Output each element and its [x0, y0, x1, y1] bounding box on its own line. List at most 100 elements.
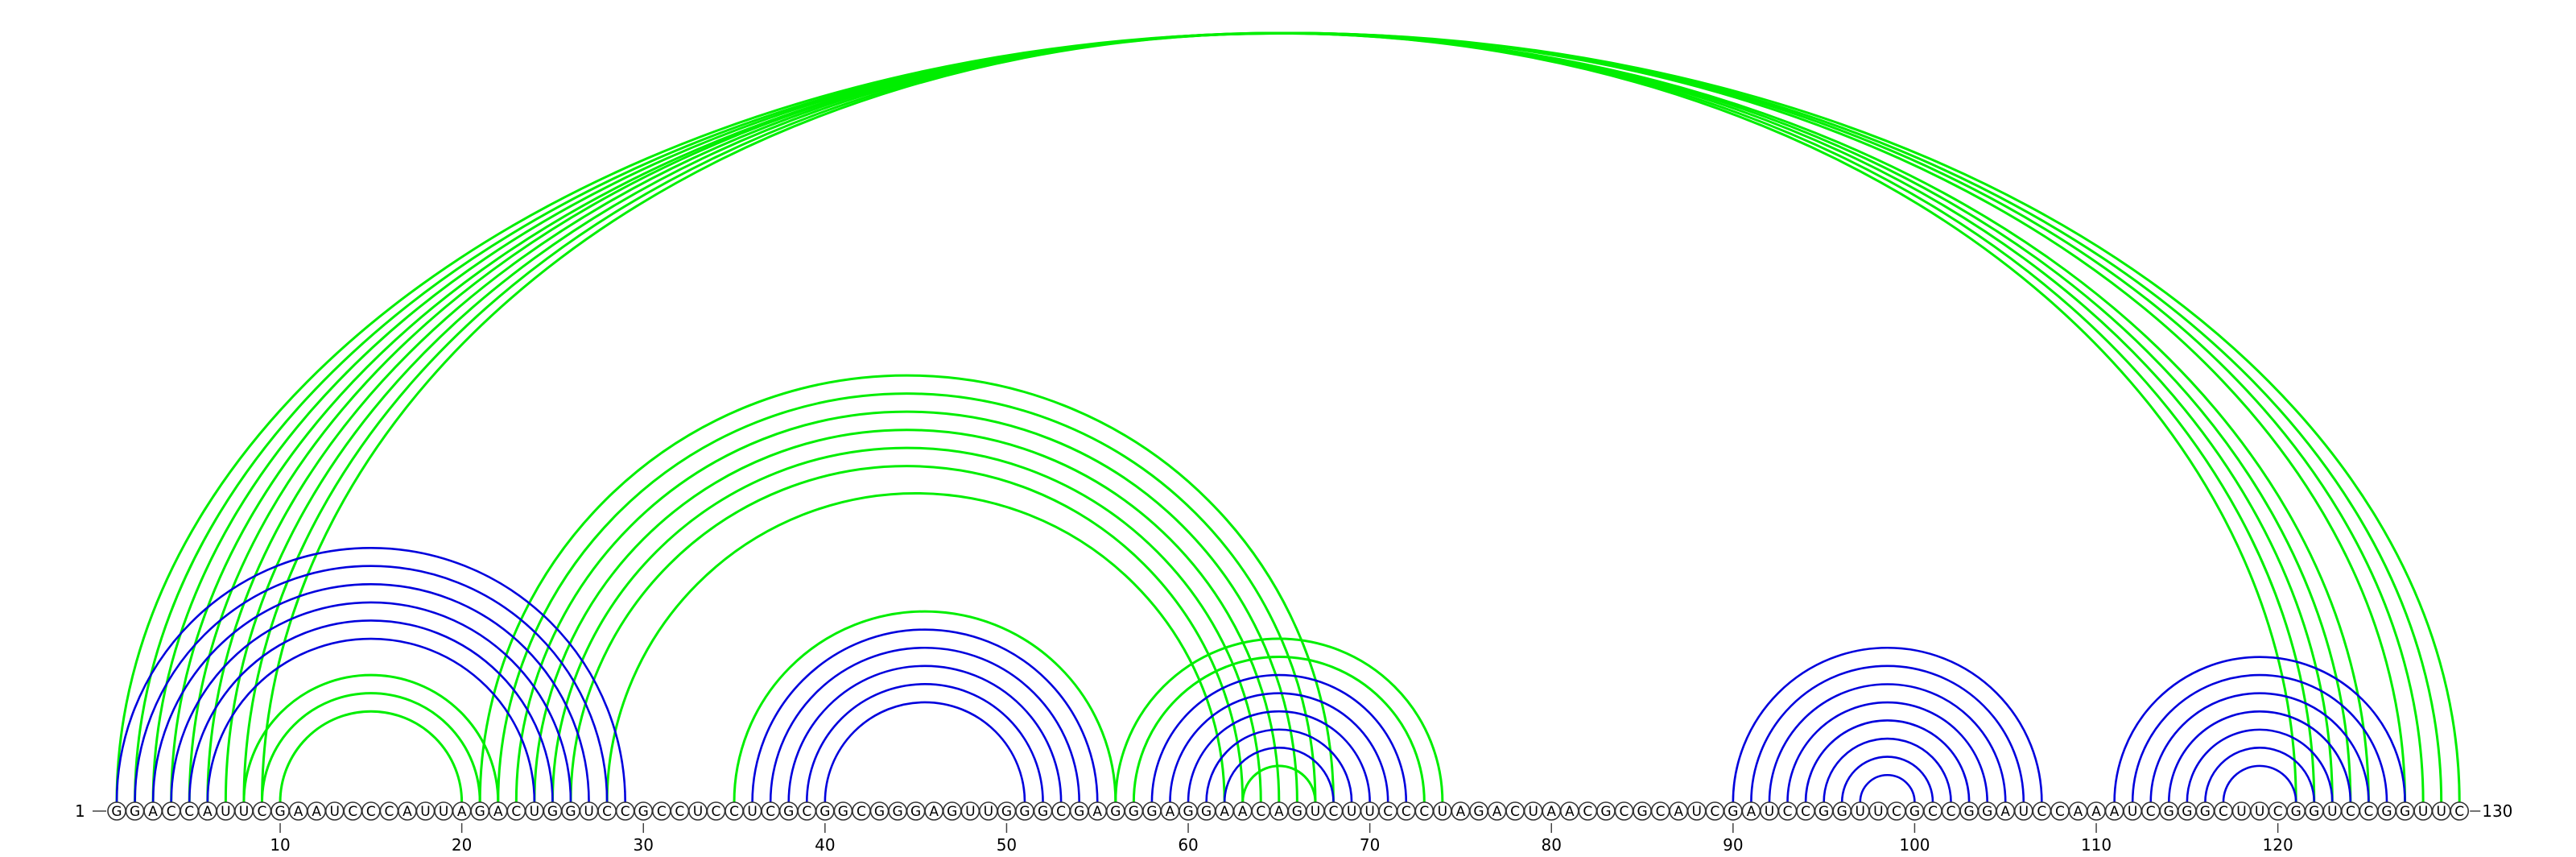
nucleotide-letter: G: [1074, 804, 1084, 820]
nucleotide-letter: U: [439, 804, 448, 820]
base-pair-arc-38-53: [787, 664, 1063, 803]
nucleotide-97: U: [1850, 801, 1870, 821]
nucleotide-letter: C: [1892, 804, 1901, 820]
nucleotide-letter: G: [910, 804, 921, 820]
nucleotide-letter: C: [1256, 804, 1265, 820]
nucleotide-letter: C: [2037, 804, 2046, 820]
nucleotide-letter: U: [1765, 804, 1774, 820]
nucleotide-letter: C: [1710, 804, 1719, 820]
nucleotide-letter: C: [258, 804, 267, 820]
nucleotide-24: U: [525, 801, 544, 821]
nucleotide-letter: G: [838, 804, 848, 820]
position-tick-label-80: 80: [1542, 835, 1562, 855]
base-pair-arc-91-106: [1750, 664, 2025, 803]
base-pair-arc-97-100: [1859, 773, 1916, 803]
nucleotide-31: C: [651, 801, 671, 821]
nucleotide-letter: G: [275, 804, 285, 820]
nucleotide-letter: A: [929, 804, 939, 820]
nucleotide-letter: A: [312, 804, 321, 820]
nucleotide-28: C: [597, 801, 617, 821]
nucleotide-letter: C: [384, 804, 394, 820]
nucleotide-letter: C: [729, 804, 739, 820]
nucleotide-letter: G: [1818, 804, 1829, 820]
nucleotide-80: A: [1542, 801, 1562, 821]
nucleotide-5: C: [180, 801, 200, 821]
nucleotide-12: A: [307, 801, 326, 821]
nucleotide-letter: A: [2074, 804, 2083, 820]
base-pair-arc-4-26: [170, 601, 572, 803]
nucleotide-82: C: [1578, 801, 1598, 821]
nucleotide-107: C: [2032, 801, 2052, 821]
nucleotide-116: G: [2195, 801, 2215, 821]
base-pair-arc-24-65: [533, 428, 1281, 803]
nucleotide-letter: U: [2436, 804, 2446, 820]
nucleotide-8: U: [234, 801, 254, 821]
nucleotide-40: G: [815, 801, 835, 821]
nucleotide-letter: A: [1492, 804, 1502, 820]
nucleotide-36: U: [742, 801, 762, 821]
nucleotide-16: C: [379, 801, 399, 821]
nucleotide-102: C: [1941, 801, 1961, 821]
nucleotide-11: A: [288, 801, 308, 821]
nucleotide-101: C: [1923, 801, 1942, 821]
nucleotide-letter: A: [493, 804, 503, 820]
nucleotide-15: C: [361, 801, 381, 821]
nucleotide-84: C: [1614, 801, 1634, 821]
nucleotide-letter: G: [1964, 804, 1975, 820]
nucleotide-130: C: [2450, 801, 2470, 821]
position-tick-label-60: 60: [1178, 835, 1198, 855]
nucleotide-letter: C: [366, 804, 376, 820]
nucleotide-letter: G: [130, 804, 140, 820]
nucleotide-letter: U: [1364, 804, 1374, 820]
nucleotide-49: U: [979, 801, 998, 821]
arcs-layer: [115, 31, 2461, 803]
nucleotide-91: A: [1741, 801, 1761, 821]
nucleotide-letter: C: [1510, 804, 1520, 820]
nucleotide-letter: A: [294, 804, 303, 820]
nucleotide-letter: U: [2019, 804, 2029, 820]
base-pair-arc-8-22: [242, 673, 500, 803]
nucleotide-29: C: [615, 801, 635, 821]
sequence-start-label: 1: [75, 801, 85, 821]
nucleotide-37: C: [761, 801, 780, 821]
nucleotide-letter: G: [111, 804, 122, 820]
nucleotide-41: G: [833, 801, 853, 821]
nucleotide-86: C: [1650, 801, 1670, 821]
nucleotide-letter: A: [402, 804, 412, 820]
nucleotide-67: U: [1306, 801, 1325, 821]
base-pair-arc-61-69: [1205, 728, 1353, 803]
nucleotide-26: G: [561, 801, 580, 821]
base-pair-arc-56-74: [1114, 637, 1444, 803]
nucleotide-letter: A: [1238, 804, 1248, 820]
nucleotide-letter: C: [1656, 804, 1666, 820]
nucleotide-letter: C: [1419, 804, 1429, 820]
nucleotide-128: U: [2413, 801, 2433, 821]
nucleotide-23: C: [506, 801, 526, 821]
nucleotide-circle: [2450, 801, 2470, 821]
nucleotide-letter: C: [766, 804, 775, 820]
base-pair-arc-22-67: [497, 391, 1317, 803]
base-pair-arc-95-102: [1823, 737, 1952, 803]
nucleotide-71: C: [1378, 801, 1397, 821]
nucleotide-52: G: [1033, 801, 1053, 821]
base-pair-arc-2-28: [134, 565, 609, 803]
nucleotide-letter: G: [947, 804, 957, 820]
nucleotide-89: C: [1705, 801, 1725, 821]
nucleotide-75: A: [1451, 801, 1471, 821]
nucleotide-124: C: [2341, 801, 2360, 821]
base-pair-arc-26-63: [569, 465, 1245, 803]
nucleotide-letter: C: [1928, 804, 1938, 820]
base-pair-arc-23-66: [514, 410, 1298, 803]
nucleotide-20: A: [452, 801, 472, 821]
nucleotide-letter: G: [1183, 804, 1193, 820]
nucleotide-34: C: [706, 801, 726, 821]
nucleotide-letter: U: [584, 804, 593, 820]
nucleotide-letter: U: [329, 804, 339, 820]
base-pair-arc-59-71: [1169, 692, 1389, 803]
base-pair-arc-6-24: [206, 637, 536, 803]
nucleotide-letter: U: [530, 804, 539, 820]
nucleotide-letter: G: [1038, 804, 1048, 820]
nucleotide-letter: A: [1220, 804, 1229, 820]
